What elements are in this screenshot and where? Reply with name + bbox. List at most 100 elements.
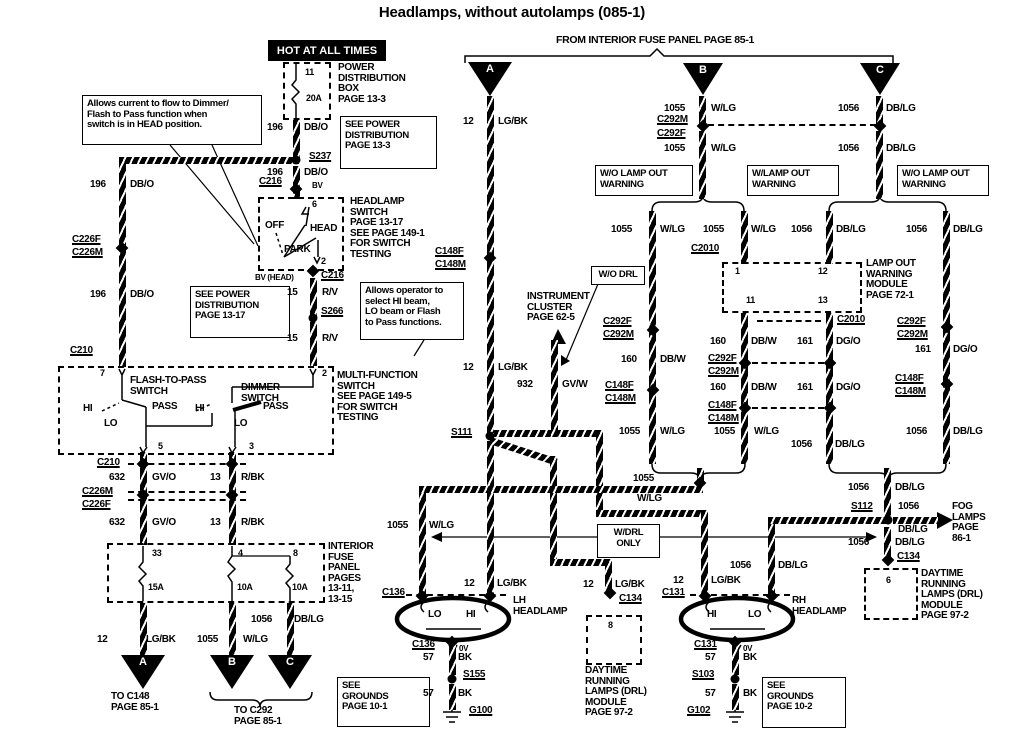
wire-segment <box>893 517 938 524</box>
label-power-distribution-box-page-13-3: POWER DISTRIBUTION BOX PAGE 13-3 <box>338 62 406 105</box>
label-r-v: R/V <box>322 333 338 344</box>
connector-mating-line <box>757 320 821 322</box>
label-fog-lamps-page-86-1: FOG LAMPS PAGE 86-1 <box>952 501 986 544</box>
label-db-w: DB/W <box>660 354 686 365</box>
label-160: 160 <box>621 354 637 365</box>
wire-segment <box>449 645 456 675</box>
label-bk: BK <box>743 688 757 699</box>
connector-mating-line <box>752 362 824 364</box>
label-c292f: C292F <box>708 353 737 364</box>
label-1056: 1056 <box>730 560 752 571</box>
splice-junction-dot <box>308 313 318 323</box>
wire-segment <box>550 456 557 566</box>
label-c292m: C292M <box>897 329 928 340</box>
label-bv: BV <box>312 181 323 190</box>
label-hi: HI <box>466 609 476 620</box>
label-7: 7 <box>100 368 105 378</box>
label-160: 160 <box>710 382 726 393</box>
wire-segment <box>943 211 950 464</box>
label-c226f: C226F <box>82 499 111 510</box>
wire-segment <box>826 211 833 264</box>
splice-junction-dot <box>730 674 740 684</box>
triangle-letter: A <box>486 63 494 75</box>
connector-triangle-a <box>121 655 165 689</box>
note-see-grounds-page-10-1: SEE GROUNDS PAGE 10-1 <box>337 677 430 727</box>
label-1055: 1055 <box>664 143 686 154</box>
wire-segment <box>605 559 612 592</box>
label-12: 12 <box>673 575 684 586</box>
label-lo: LO <box>748 609 762 620</box>
connector-mating-line <box>128 499 246 501</box>
label-c148f: C148F <box>708 400 737 411</box>
connector-mating-line <box>708 124 876 126</box>
label-db-o: DB/O <box>130 289 154 300</box>
note-allows-current-to-flow-to-dimmer-f: Allows current to flow to Dimmer/ Flash … <box>82 95 262 145</box>
label-lamp-out-warning-module-page-72-1: LAMP OUT WARNING MODULE PAGE 72-1 <box>866 258 916 301</box>
label-196: 196 <box>267 167 283 178</box>
label-lh-headlamp: LH HEADLAMP <box>513 595 568 617</box>
wire-segment <box>487 441 494 598</box>
label-g100: G100 <box>469 705 493 716</box>
label-1056: 1056 <box>838 143 860 154</box>
label-gv-o: GV/O <box>152 517 176 528</box>
wire-segment <box>826 313 833 464</box>
drl-module-box-right <box>864 568 918 620</box>
wire-segment <box>293 120 300 162</box>
wire-segment <box>768 517 888 524</box>
label-12: 12 <box>463 362 474 373</box>
wire-segment <box>741 211 748 264</box>
label-c148m: C148M <box>895 386 926 397</box>
label-bk: BK <box>458 652 472 663</box>
label-57: 57 <box>423 652 434 663</box>
label-1056: 1056 <box>898 501 920 512</box>
label-gv-o: GV/O <box>152 472 176 483</box>
label-1056: 1056 <box>848 537 870 548</box>
label-c216: C216 <box>321 270 344 281</box>
connector-triangle-b <box>210 655 254 689</box>
wire-segment <box>229 603 236 657</box>
label-160: 160 <box>710 336 726 347</box>
label-bk: BK <box>458 688 472 699</box>
label-33: 33 <box>152 548 162 558</box>
label-db-lg: DB/LG <box>895 482 925 493</box>
label-db-o: DB/O <box>130 179 154 190</box>
wire-segment <box>876 131 883 199</box>
label-db-lg: DB/LG <box>898 524 928 535</box>
label-bk: BK <box>743 652 757 663</box>
connector-mating-line <box>128 463 246 465</box>
label-w-lg: W/LG <box>660 224 685 235</box>
label-8: 8 <box>293 548 298 558</box>
label-w-lg: W/LG <box>637 493 662 504</box>
label-dimmer-switch: DIMMER SWITCH <box>241 382 280 404</box>
label-632: 632 <box>109 517 125 528</box>
label-hi: HI <box>195 403 205 414</box>
triangle-letter: B <box>228 656 236 668</box>
wire-segment <box>494 430 603 437</box>
label-1055: 1055 <box>714 426 736 437</box>
label-15: 15 <box>287 287 298 298</box>
label-57: 57 <box>423 688 434 699</box>
label-13: 13 <box>210 517 221 528</box>
wire-segment <box>140 603 147 657</box>
wire-segment <box>699 131 706 199</box>
label-1055: 1055 <box>703 224 725 235</box>
note-see-power-distribution-page-13-17: SEE POWER DISTRIBUTION PAGE 13-17 <box>190 286 290 338</box>
triangle-letter: C <box>286 656 294 668</box>
label-lo: LO <box>234 418 248 429</box>
label-196: 196 <box>267 122 283 133</box>
label-c210: C210 <box>97 457 120 468</box>
interior-fuse-panel-box <box>107 543 325 603</box>
label-w-lg: W/LG <box>660 426 685 437</box>
label-1056: 1056 <box>906 426 928 437</box>
label-r-bk: R/BK <box>241 517 265 528</box>
label-s112: S112 <box>851 501 873 512</box>
label-c292f: C292F <box>897 316 926 327</box>
label-15: 15 <box>287 333 298 344</box>
label-12: 12 <box>464 578 475 589</box>
connector-mating-line <box>406 594 506 596</box>
label-12: 12 <box>97 634 108 645</box>
label-db-lg: DB/LG <box>294 614 324 625</box>
label-flash-to-pass-switch: FLASH-TO-PASS SWITCH <box>130 375 207 397</box>
note-w-o-lamp-out-warning: W/O LAMP OUT WARNING <box>897 165 989 196</box>
